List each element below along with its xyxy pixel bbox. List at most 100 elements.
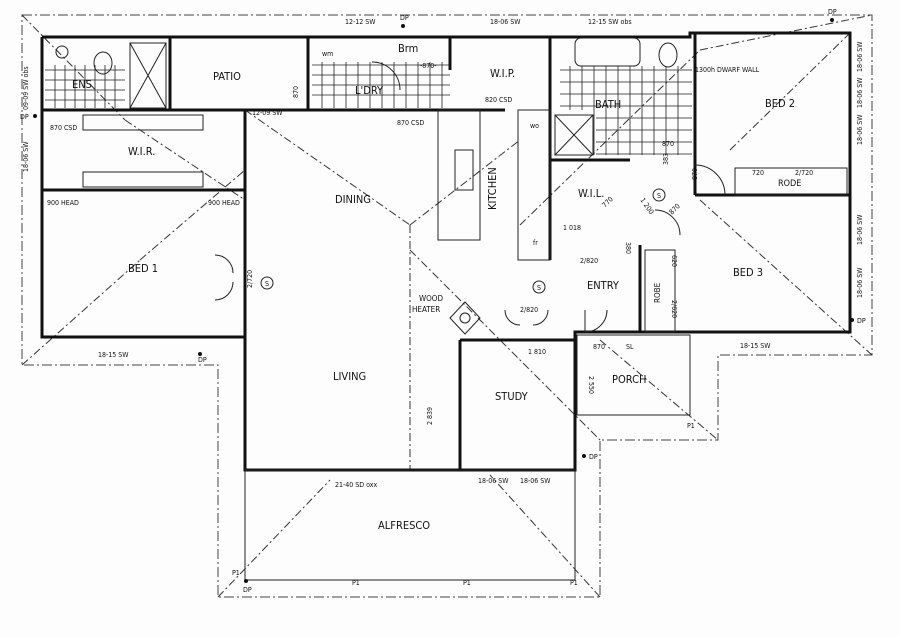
svg-text:870: 870 <box>662 140 674 148</box>
room-label-entry: ENTRY <box>587 279 620 292</box>
room-label-kitchen: KITCHEN <box>486 167 499 210</box>
roof-hip-lines <box>21 14 873 598</box>
svg-text:18-15 SW: 18-15 SW <box>98 351 129 359</box>
room-label-porch: PORCH <box>612 373 646 386</box>
svg-text:S: S <box>265 280 269 288</box>
svg-text:2/820: 2/820 <box>580 257 598 265</box>
room-label-bed2: BED 2 <box>765 97 795 110</box>
svg-text:12-09 SW: 12-09 SW <box>252 109 283 117</box>
svg-text:P1: P1 <box>687 422 695 430</box>
room-label-heater: HEATER <box>412 305 440 314</box>
svg-text:620: 620 <box>670 255 678 267</box>
room-label-wil: W.I.L. <box>578 187 604 200</box>
washing-machine-label: wm <box>322 50 333 58</box>
wir-shelf <box>82 171 204 188</box>
svg-text:380: 380 <box>624 242 632 254</box>
svg-text:S: S <box>657 192 661 200</box>
svg-text:2/620: 2/620 <box>670 300 678 318</box>
roof-outline <box>21 14 873 598</box>
toilet-icon <box>93 51 113 75</box>
svg-text:18-06 SW: 18-06 SW <box>856 41 864 72</box>
room-label-bed1: BED 1 <box>128 262 158 275</box>
svg-text:DP: DP <box>243 586 252 594</box>
svg-text:21-40 SD oxx: 21-40 SD oxx <box>335 481 378 489</box>
svg-text:12-12 SW: 12-12 SW <box>345 18 376 26</box>
svg-text:DP: DP <box>400 14 409 22</box>
wall-oven-label: wo <box>530 122 539 130</box>
svg-text:18-06 SW: 18-06 SW <box>856 214 864 245</box>
shower-icon <box>129 42 167 109</box>
svg-text:DP: DP <box>20 113 29 121</box>
svg-text:S: S <box>537 284 541 292</box>
fridge-label: fr <box>533 239 538 247</box>
svg-text:1 200: 1 200 <box>638 197 655 216</box>
door-swings <box>214 61 726 333</box>
svg-text:2 839: 2 839 <box>426 407 434 425</box>
svg-text:1300h DWARF WALL: 1300h DWARF WALL <box>695 66 760 74</box>
svg-text:DP: DP <box>828 8 837 16</box>
room-label-alfresco: ALFRESCO <box>378 519 430 532</box>
room-label-robe-bed3: ROBE <box>653 282 662 303</box>
svg-text:18-06 SW: 18-06 SW <box>856 114 864 145</box>
svg-text:820 CSD: 820 CSD <box>485 96 512 104</box>
svg-text:720: 720 <box>752 169 764 177</box>
kitchen-cabinets <box>517 109 551 261</box>
wir-shelf <box>82 114 204 131</box>
room-label-wip: W.I.P. <box>490 67 515 80</box>
shower-icon <box>554 114 594 156</box>
svg-text:870 CSD: 870 CSD <box>50 124 77 132</box>
svg-text:18-06 SW: 18-06 SW <box>490 18 521 26</box>
svg-text:870: 870 <box>593 343 605 351</box>
svg-text:18-06 SW: 18-06 SW <box>856 77 864 108</box>
alfresco-slab <box>244 469 576 581</box>
svg-text:DP: DP <box>198 356 207 364</box>
svg-text:2/720: 2/720 <box>246 270 254 288</box>
dimension-annotations: 12-12 SW 18-06 SW 12-15 SW obs 09-09 SW … <box>22 18 864 489</box>
svg-text:DP: DP <box>589 453 598 461</box>
room-label-broom: Brm <box>398 42 418 55</box>
room-label-wir: W.I.R. <box>128 145 155 158</box>
room-label-laundry: L'DRY <box>355 84 384 97</box>
basin-icon <box>55 45 69 59</box>
bathtub-icon <box>574 37 641 67</box>
svg-text:12-15 SW obs: 12-15 SW obs <box>588 18 632 26</box>
downpipe-markers: DP DP DP DP DP DP DP <box>20 8 866 594</box>
toilet-icon <box>658 42 678 68</box>
sink-icon <box>454 149 474 191</box>
svg-text:09-09 SW obs: 09-09 SW obs <box>22 66 30 110</box>
svg-text:1 018: 1 018 <box>563 224 581 232</box>
kitchen-bench <box>437 109 481 241</box>
svg-text:P1: P1 <box>570 579 578 587</box>
room-label-bath: BATH <box>595 98 621 111</box>
room-label-living: LIVING <box>333 370 366 383</box>
post-markers: P1 P1 P1 P1 P1 <box>232 422 695 587</box>
room-label-dining: DINING <box>335 193 371 206</box>
svg-text:18-06 SW: 18-06 SW <box>520 477 551 485</box>
walls <box>40 31 852 472</box>
room-label-bed3: BED 3 <box>733 266 763 279</box>
svg-text:383: 383 <box>662 153 670 165</box>
room-label-robe-bed2: RODE <box>778 179 801 189</box>
svg-text:2/820: 2/820 <box>520 306 538 314</box>
svg-text:870: 870 <box>292 86 300 98</box>
svg-text:DP: DP <box>857 317 866 325</box>
svg-text:2 550: 2 550 <box>587 376 595 394</box>
svg-text:P1: P1 <box>352 579 360 587</box>
bed2-robe <box>734 167 848 196</box>
room-label-study: STUDY <box>495 390 529 403</box>
wood-heater-icon <box>449 301 481 335</box>
svg-text:18-15 SW: 18-15 SW <box>740 342 771 350</box>
bed3-robe <box>644 249 676 333</box>
svg-text:18-06 SW: 18-06 SW <box>856 267 864 298</box>
svg-text:900 HEAD: 900 HEAD <box>47 199 79 207</box>
tile-grid <box>45 62 692 155</box>
svg-text:1 810: 1 810 <box>528 348 546 356</box>
svg-text:SL: SL <box>626 343 634 351</box>
svg-text:870: 870 <box>691 168 699 180</box>
smoke-detector-icons: S S S <box>260 188 666 294</box>
room-label-wood: WOOD <box>419 294 443 303</box>
svg-text:P1: P1 <box>232 569 240 577</box>
svg-text:-870-: -870- <box>420 62 437 70</box>
porch-slab <box>576 334 691 416</box>
